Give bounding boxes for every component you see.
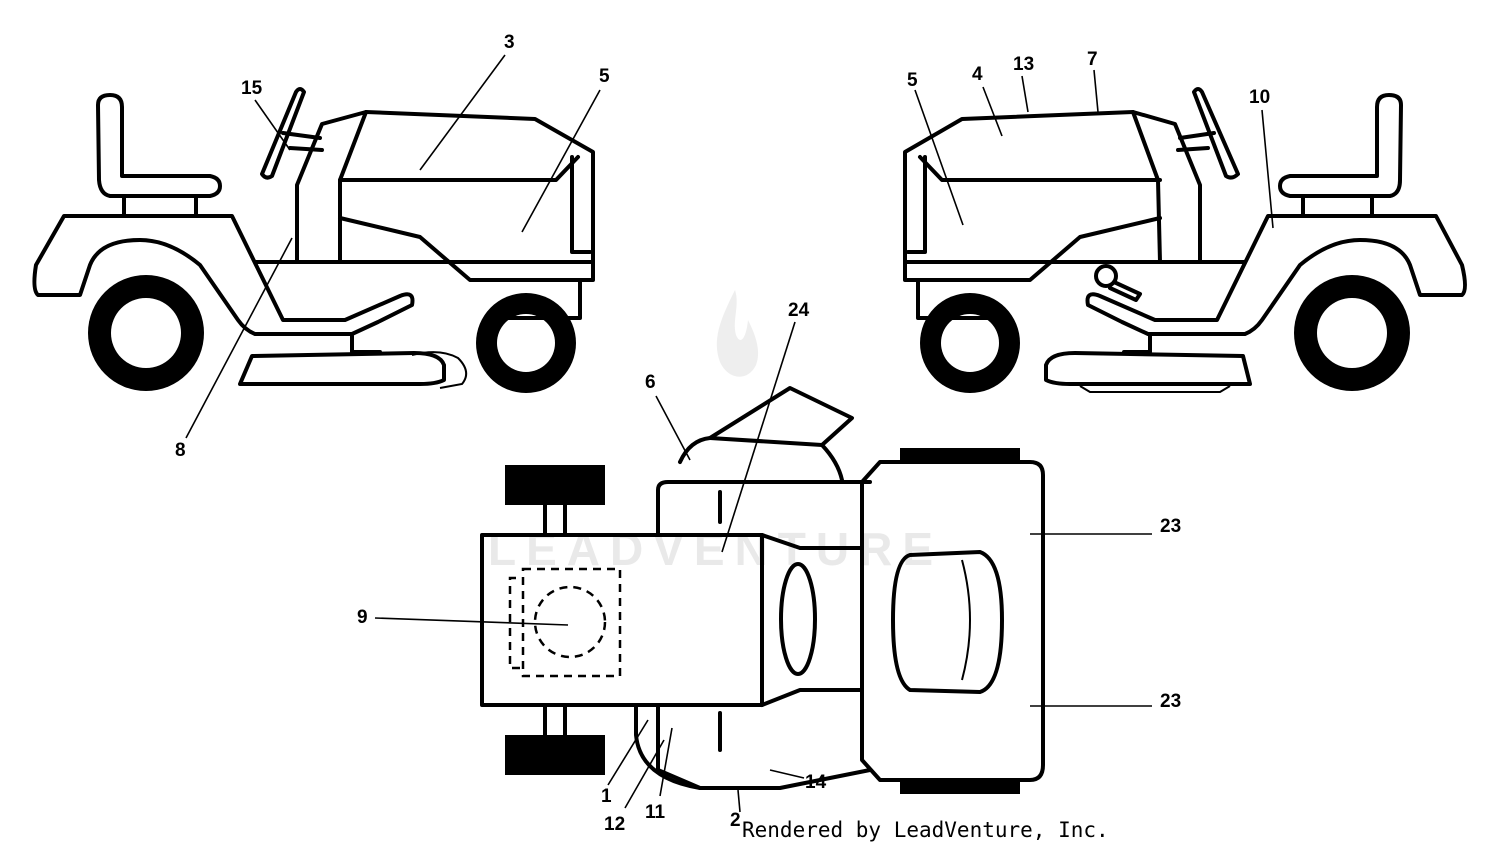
callout-11: 11 [645, 802, 666, 823]
callout-2: 2 [730, 810, 741, 831]
grille [570, 155, 592, 254]
mower-deck [1044, 351, 1252, 386]
seat-base [1301, 194, 1374, 216]
callout-4: 4 [972, 64, 983, 85]
front-wheel-right [505, 735, 605, 775]
callout-1: 1 [601, 786, 612, 807]
steering-column [1176, 131, 1216, 152]
steering-wheel-top [779, 562, 817, 676]
seat-base [122, 194, 198, 216]
steering-wheel [260, 87, 306, 180]
deck-hanger [1122, 334, 1152, 354]
dash-panel [1131, 110, 1202, 264]
frame [903, 260, 1247, 320]
seat [1278, 93, 1403, 198]
hood [338, 110, 595, 282]
callout-14: 14 [805, 772, 827, 793]
rear-wheel-top-right [900, 780, 1020, 794]
top-view [480, 386, 1045, 794]
left-side-view [32, 87, 595, 393]
watermark-text: LEADVENTURE [488, 523, 943, 575]
front-wheel-left [505, 465, 605, 505]
engine-cap [533, 585, 607, 659]
steering-column [281, 131, 324, 152]
seat-back-top [961, 559, 971, 681]
rear-body [860, 460, 1045, 782]
leader-lines [185, 54, 1274, 813]
rear-fender [1085, 214, 1467, 336]
callout-23-top: 23 [1160, 516, 1181, 537]
rear-fender [32, 214, 415, 336]
engine-outline-offset [508, 576, 523, 670]
rear-wheel-top-left [900, 448, 1020, 462]
front-axle [543, 503, 567, 737]
callout-5-right: 5 [907, 70, 918, 91]
seat-top [891, 550, 1004, 694]
callout-8: 8 [175, 440, 186, 461]
steering-wheel [1192, 87, 1240, 180]
right-side-view [903, 87, 1467, 393]
lift-lever [1108, 280, 1142, 302]
callout-15: 15 [241, 78, 263, 99]
mower-deck [238, 351, 446, 386]
callout-7: 7 [1087, 49, 1098, 70]
callout-3: 3 [504, 32, 515, 53]
dash-panel [295, 110, 368, 264]
chute-inner [708, 436, 824, 447]
grille [906, 155, 927, 254]
frame [253, 260, 595, 320]
seat [96, 93, 222, 198]
callout-9: 9 [357, 607, 368, 628]
lift-lever-knob [1094, 264, 1118, 288]
credit-text: Rendered by LeadVenture, Inc. [742, 818, 1109, 842]
callout-12: 12 [604, 814, 625, 835]
callout-6: 6 [645, 372, 656, 393]
callout-10: 10 [1249, 87, 1270, 108]
callout-23-bottom: 23 [1160, 691, 1181, 712]
engine-outline [521, 567, 622, 678]
discharge-chute [678, 386, 854, 482]
discharge-chute [411, 351, 468, 389]
deck-hanger [350, 334, 382, 354]
callout-5-left: 5 [599, 66, 610, 87]
deck-top-outline [634, 703, 702, 790]
hood [903, 110, 1162, 282]
callouts: 3 5 15 8 5 4 13 7 10 24 6 9 23 23 1 12 1… [175, 32, 1270, 835]
deck-edge [1079, 385, 1231, 393]
callout-13: 13 [1013, 54, 1034, 75]
callout-24: 24 [788, 300, 810, 321]
